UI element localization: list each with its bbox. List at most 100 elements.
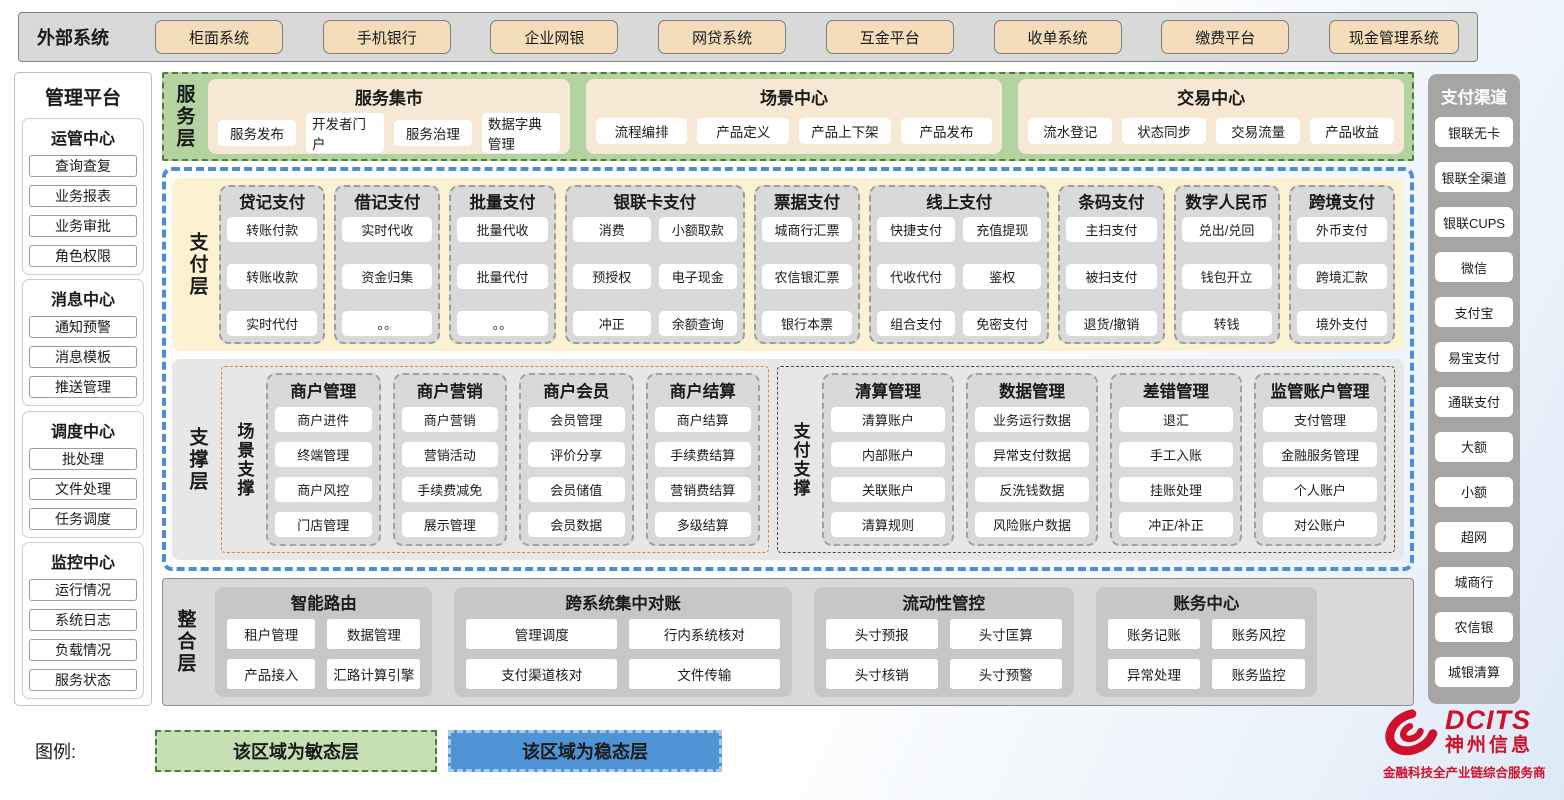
- payment-channel-button[interactable]: 城商行: [1435, 566, 1513, 597]
- integration-item-button[interactable]: 文件传输: [629, 659, 780, 689]
- integration-item-button[interactable]: 头寸预报: [825, 619, 938, 649]
- payment-channel-button[interactable]: 银联无卡: [1435, 117, 1513, 148]
- support-item-button[interactable]: 营销活动: [401, 442, 498, 467]
- payment-item-button[interactable]: 城商行汇票: [761, 217, 853, 242]
- support-item-button[interactable]: 异常支付数据: [975, 442, 1089, 467]
- payment-item-button[interactable]: 资金归集: [342, 264, 433, 289]
- payment-item-button[interactable]: 快捷支付: [877, 217, 956, 242]
- support-item-button[interactable]: 清算规则: [831, 512, 945, 537]
- support-item-button[interactable]: 终端管理: [275, 442, 372, 467]
- support-item-button[interactable]: 手续费结算: [654, 442, 751, 467]
- support-item-button[interactable]: 退汇: [1119, 407, 1233, 432]
- payment-item-button[interactable]: 余额查询: [658, 311, 737, 336]
- payment-item-button[interactable]: 消费: [572, 217, 651, 242]
- support-item-button[interactable]: 内部账户: [831, 442, 945, 467]
- service-item-button[interactable]: 流水登记: [1028, 117, 1113, 144]
- payment-item-button[interactable]: 鉴权: [963, 264, 1042, 289]
- service-item-button[interactable]: 产品收益: [1310, 117, 1395, 144]
- payment-channel-button[interactable]: 农信银: [1435, 611, 1513, 642]
- payment-channel-button[interactable]: 城银清算: [1435, 656, 1513, 687]
- management-item-button[interactable]: 查询查复: [29, 155, 137, 177]
- service-item-button[interactable]: 交易流量: [1216, 117, 1301, 144]
- payment-channel-button[interactable]: 超网: [1435, 521, 1513, 552]
- integration-item-button[interactable]: 账务记账: [1107, 619, 1201, 649]
- payment-item-button[interactable]: 主扫支付: [1066, 217, 1157, 242]
- payment-channel-button[interactable]: 银联全渠道: [1435, 162, 1513, 193]
- payment-item-button[interactable]: 钱包开立: [1181, 264, 1272, 289]
- payment-item-button[interactable]: 被扫支付: [1066, 264, 1157, 289]
- support-item-button[interactable]: 手工入账: [1119, 442, 1233, 467]
- payment-item-button[interactable]: 预授权: [572, 264, 651, 289]
- payment-channel-button[interactable]: 微信: [1435, 252, 1513, 283]
- service-item-button[interactable]: 数据字典管理: [481, 113, 560, 153]
- integration-item-button[interactable]: 数据管理: [327, 619, 421, 649]
- payment-channel-button[interactable]: 易宝支付: [1435, 342, 1513, 373]
- integration-item-button[interactable]: 异常处理: [1107, 659, 1201, 689]
- support-item-button[interactable]: 多级结算: [654, 512, 751, 537]
- service-item-button[interactable]: 产品发布: [900, 117, 993, 144]
- payment-item-button[interactable]: 。。: [457, 311, 548, 336]
- payment-item-button[interactable]: 小额取款: [658, 217, 737, 242]
- support-item-button[interactable]: 关联账户: [831, 477, 945, 502]
- management-item-button[interactable]: 角色权限: [29, 245, 137, 267]
- management-item-button[interactable]: 业务报表: [29, 185, 137, 207]
- payment-item-button[interactable]: 银行本票: [761, 311, 853, 336]
- payment-item-button[interactable]: 跨境汇款: [1296, 264, 1387, 289]
- support-item-button[interactable]: 会员数据: [528, 512, 625, 537]
- payment-item-button[interactable]: 批量代付: [457, 264, 548, 289]
- support-item-button[interactable]: 个人账户: [1263, 477, 1377, 502]
- service-item-button[interactable]: 开发者门户: [305, 113, 384, 153]
- integration-item-button[interactable]: 头寸核销: [825, 659, 938, 689]
- integration-item-button[interactable]: 租户管理: [227, 619, 316, 649]
- payment-item-button[interactable]: 组合支付: [877, 311, 956, 336]
- external-system-button[interactable]: 网贷系统: [658, 20, 787, 54]
- support-item-button[interactable]: 门店管理: [275, 512, 372, 537]
- support-item-button[interactable]: 评价分享: [528, 442, 625, 467]
- support-item-button[interactable]: 商户结算: [654, 407, 751, 432]
- payment-item-button[interactable]: 转账付款: [227, 217, 318, 242]
- support-item-button[interactable]: 业务运行数据: [975, 407, 1089, 432]
- external-system-button[interactable]: 缴费平台: [1161, 20, 1290, 54]
- support-item-button[interactable]: 手续费减免: [401, 477, 498, 502]
- support-item-button[interactable]: 冲正/补正: [1119, 512, 1233, 537]
- payment-item-button[interactable]: 充值提现: [963, 217, 1042, 242]
- integration-item-button[interactable]: 头寸预警: [949, 659, 1062, 689]
- payment-item-button[interactable]: 电子现金: [658, 264, 737, 289]
- payment-item-button[interactable]: 冲正: [572, 311, 651, 336]
- management-item-button[interactable]: 文件处理: [29, 477, 137, 500]
- management-item-button[interactable]: 运行情况: [29, 578, 137, 601]
- integration-item-button[interactable]: 管理调度: [466, 619, 618, 649]
- payment-channel-button[interactable]: 支付宝: [1435, 297, 1513, 328]
- support-item-button[interactable]: 展示管理: [401, 512, 498, 537]
- management-item-button[interactable]: 负载情况: [29, 638, 137, 661]
- management-item-button[interactable]: 系统日志: [29, 608, 137, 631]
- support-item-button[interactable]: 营销费结算: [654, 477, 751, 502]
- support-item-button[interactable]: 会员管理: [528, 407, 625, 432]
- service-item-button[interactable]: 服务治理: [393, 120, 472, 146]
- management-item-button[interactable]: 业务审批: [29, 215, 137, 237]
- payment-item-button[interactable]: 批量代收: [457, 217, 548, 242]
- support-item-button[interactable]: 风险账户数据: [975, 512, 1089, 537]
- support-item-button[interactable]: 对公账户: [1263, 512, 1377, 537]
- support-item-button[interactable]: 金融服务管理: [1263, 442, 1377, 467]
- external-system-button[interactable]: 互金平台: [825, 20, 954, 54]
- service-item-button[interactable]: 服务发布: [218, 120, 296, 146]
- integration-item-button[interactable]: 汇路计算引擎: [327, 659, 421, 689]
- support-item-button[interactable]: 会员储值: [528, 477, 625, 502]
- external-system-button[interactable]: 收单系统: [993, 20, 1122, 54]
- payment-item-button[interactable]: 外币支付: [1296, 217, 1387, 242]
- integration-item-button[interactable]: 账务风控: [1212, 619, 1305, 649]
- payment-channel-button[interactable]: 大额: [1435, 431, 1513, 462]
- service-item-button[interactable]: 流程编排: [595, 117, 688, 144]
- payment-channel-button[interactable]: 小额: [1435, 476, 1513, 507]
- service-item-button[interactable]: 状态同步: [1122, 117, 1207, 144]
- management-item-button[interactable]: 推送管理: [29, 376, 137, 399]
- integration-item-button[interactable]: 行内系统核对: [629, 619, 780, 649]
- support-item-button[interactable]: 商户营销: [401, 407, 498, 432]
- external-system-button[interactable]: 现金管理系统: [1328, 20, 1459, 54]
- support-item-button[interactable]: 商户风控: [275, 477, 372, 502]
- payment-item-button[interactable]: 转账收款: [227, 264, 318, 289]
- payment-item-button[interactable]: 免密支付: [963, 311, 1042, 336]
- support-item-button[interactable]: 商户进件: [275, 407, 372, 432]
- payment-item-button[interactable]: 代收代付: [877, 264, 956, 289]
